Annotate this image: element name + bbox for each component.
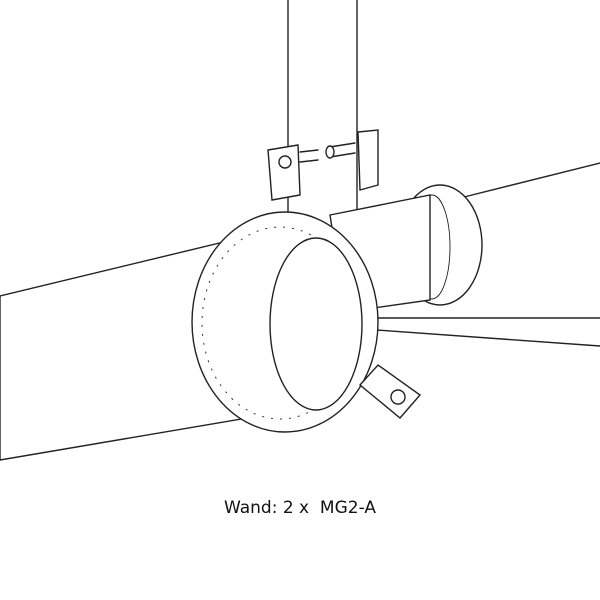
caption-text: Wand: 2 x MG2-A <box>224 498 376 518</box>
wall-edge-upper <box>459 162 600 199</box>
screw-left <box>278 155 292 169</box>
clamp-bolt <box>299 142 356 163</box>
clamp-ear-right <box>357 129 379 191</box>
bolt-end <box>325 145 335 159</box>
wall-edge-lower-2 <box>375 329 600 347</box>
screw-bottom <box>390 389 406 405</box>
pipe-end <box>269 237 363 411</box>
clamp-ear-bottom <box>358 364 422 419</box>
clamp-ear-left <box>267 144 301 201</box>
